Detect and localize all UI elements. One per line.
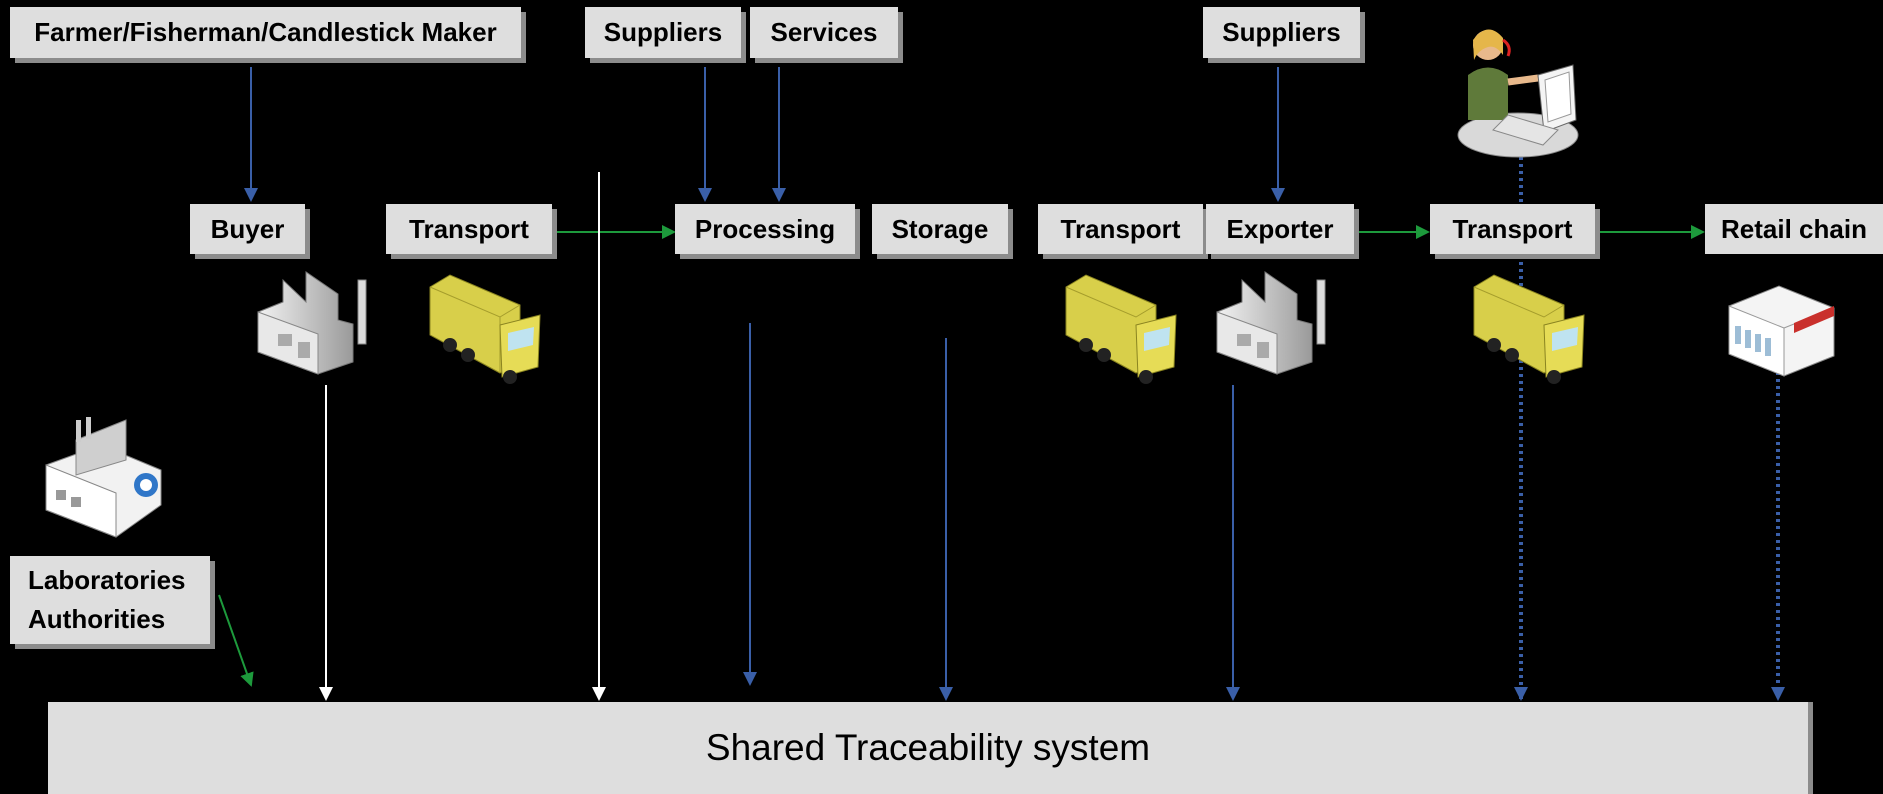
exporter-box: Exporter bbox=[1206, 204, 1354, 254]
laboratory-icon bbox=[45, 417, 162, 538]
arrow-laboratories-to-system bbox=[218, 594, 254, 687]
transport-box-2: Transport bbox=[1038, 204, 1203, 254]
truck-icon bbox=[1473, 274, 1585, 384]
transport-box-1: Transport bbox=[386, 204, 552, 254]
suppliers-box-2: Suppliers bbox=[1203, 7, 1360, 58]
factory-icon bbox=[1216, 271, 1326, 375]
operator-at-computer-icon bbox=[1457, 29, 1579, 158]
transport-box-3: Transport bbox=[1430, 204, 1595, 254]
processing-box: Processing bbox=[675, 204, 855, 254]
laboratories-box: Laboratories Authorities bbox=[10, 556, 210, 644]
factory-icon bbox=[257, 271, 367, 375]
shared-traceability-system: Shared Traceability system bbox=[48, 702, 1808, 794]
storage-box: Storage bbox=[872, 204, 1008, 254]
farmer-box: Farmer/Fisherman/Candlestick Maker bbox=[10, 7, 521, 58]
laboratories-label: Laboratories bbox=[28, 565, 186, 595]
suppliers-box-1: Suppliers bbox=[585, 7, 741, 58]
authorities-label: Authorities bbox=[28, 604, 166, 634]
buyer-box: Buyer bbox=[190, 204, 305, 254]
services-box: Services bbox=[750, 7, 898, 58]
truck-icon bbox=[429, 274, 541, 384]
retail-chain-box: Retail chain bbox=[1705, 204, 1883, 254]
truck-icon bbox=[1065, 274, 1177, 384]
shared-traceability-label: Shared Traceability system bbox=[705, 727, 1151, 768]
retail-store-icon bbox=[1728, 285, 1835, 377]
